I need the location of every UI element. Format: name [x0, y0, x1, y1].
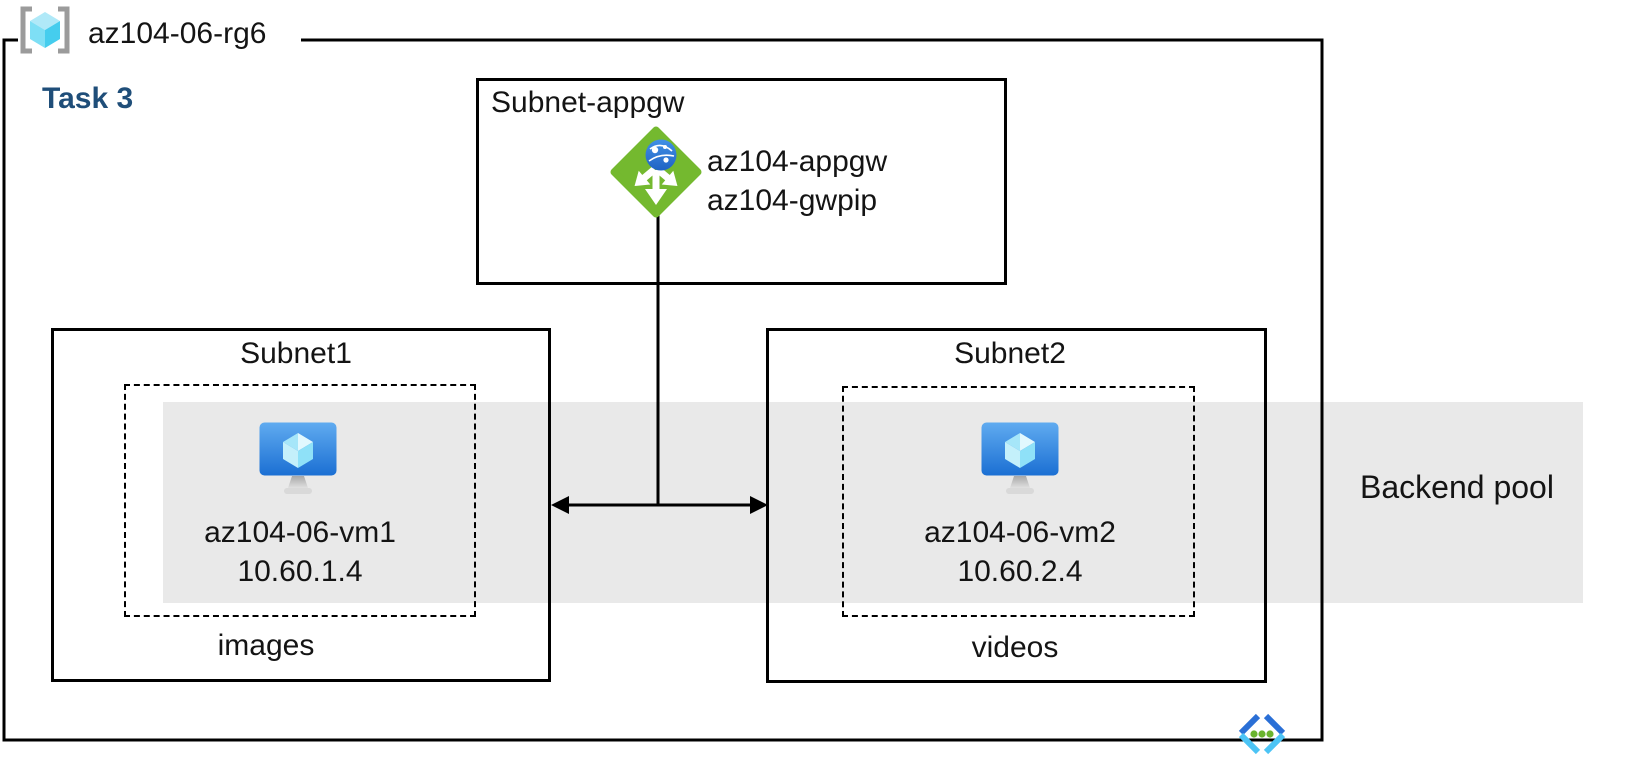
resource-group-icon: [20, 6, 70, 54]
subnet-appgw-label: Subnet-appgw: [491, 86, 685, 119]
vm2-name-label: az104-06-vm2: [924, 516, 1116, 549]
vm2-ip-label: 10.60.2.4: [957, 555, 1083, 588]
subnet1-label: Subnet1: [240, 337, 352, 370]
videos-label: videos: [971, 631, 1059, 664]
images-label: images: [217, 629, 315, 662]
application-gateway-icon: [610, 126, 702, 218]
virtual-network-icon: [1238, 713, 1286, 755]
appgw-name-label: az104-appgw: [707, 145, 888, 178]
subnet2-label: Subnet2: [954, 337, 1066, 370]
vm1-ip-label: 10.60.1.4: [237, 555, 363, 588]
virtual-machine-icon: [981, 422, 1059, 494]
appgw-public-ip-label: az104-gwpip: [707, 184, 878, 217]
task-label: Task 3: [42, 82, 134, 115]
vm1-name-label: az104-06-vm1: [204, 516, 396, 549]
backend-pool-label: Backend pool: [1360, 469, 1554, 505]
virtual-machine-icon: [259, 422, 337, 494]
resource-group-title: az104-06-rg6: [88, 17, 267, 50]
